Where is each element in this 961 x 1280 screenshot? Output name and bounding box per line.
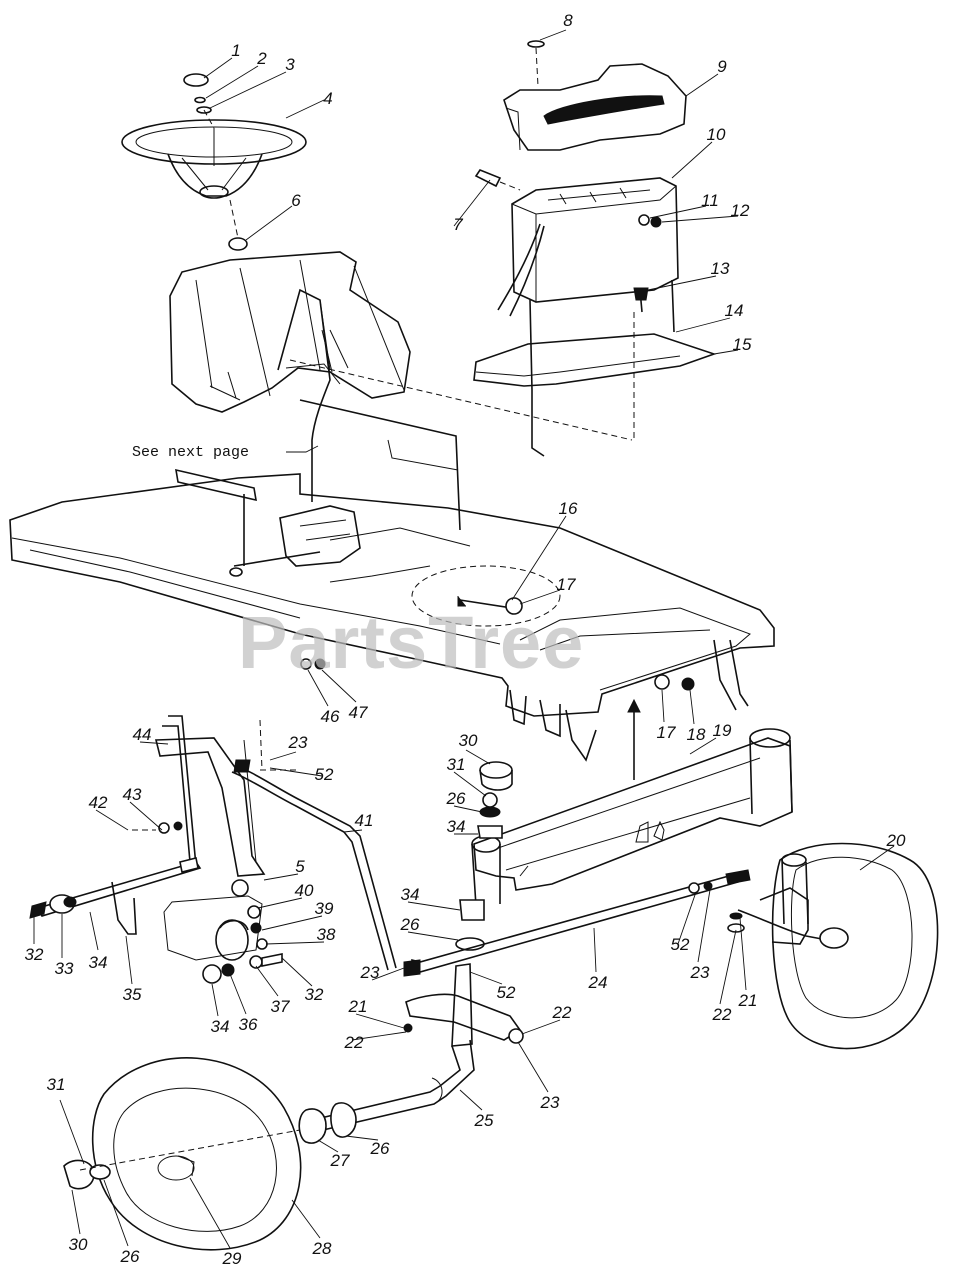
battery-cover	[503, 40, 687, 151]
part-label-l26b: 26	[400, 915, 420, 934]
part-label-l46: 46	[321, 707, 340, 726]
part-label-l41: 41	[355, 811, 374, 830]
drag-link-bracket	[29, 821, 202, 935]
part-label-l17b: 17	[657, 723, 676, 742]
part-label-l23a: 23	[288, 733, 308, 752]
part-label-l52a: 52	[315, 765, 334, 784]
part-label-l38: 38	[317, 925, 336, 944]
part-label-l22b: 22	[552, 1003, 572, 1022]
part-label-l21a: 21	[738, 991, 758, 1010]
steering-wheel	[121, 119, 307, 199]
part-label-l40: 40	[295, 881, 314, 900]
see-next-page-note: See next page	[132, 444, 249, 461]
part-label-l18: 18	[687, 725, 706, 744]
part-label-l26a: 26	[446, 789, 466, 808]
part-label-l21b: 21	[348, 997, 368, 1016]
part-label-l11: 11	[701, 191, 719, 210]
part-label-l13: 13	[711, 259, 730, 278]
tie-rod	[403, 869, 751, 977]
part-label-l37: 37	[271, 997, 290, 1016]
part-label-l52c: 52	[497, 983, 516, 1002]
right-wheel	[727, 842, 939, 1050]
steering-shaft	[154, 715, 397, 984]
front-axle	[471, 698, 793, 907]
left-spindle	[303, 963, 524, 1135]
battery-tray	[289, 279, 717, 457]
part-label-l31b: 31	[47, 1075, 66, 1094]
part-label-l35: 35	[123, 985, 142, 1004]
part-label-l25: 25	[474, 1111, 494, 1130]
watermark-text: PartsTree	[238, 601, 584, 684]
part-label-l28: 28	[312, 1239, 332, 1258]
part-label-l8: 8	[563, 11, 573, 30]
part-label-l52b: 52	[671, 935, 690, 954]
part-label-l34c: 34	[89, 953, 108, 972]
part-label-l34a: 34	[447, 817, 466, 836]
part-label-l22a: 22	[712, 1005, 732, 1024]
part-label-l34b: 34	[401, 885, 420, 904]
part-label-l39: 39	[315, 899, 334, 918]
part-label-l7: 7	[453, 215, 463, 234]
part-label-l1: 1	[231, 41, 240, 60]
part-label-l2: 2	[256, 49, 267, 68]
part-label-l9: 9	[717, 57, 727, 76]
part-label-l33: 33	[55, 959, 74, 978]
part-label-l29: 29	[222, 1249, 242, 1268]
part-label-l10: 10	[707, 125, 726, 144]
part-label-l26c: 26	[370, 1139, 390, 1158]
part-label-l23c: 23	[360, 963, 380, 982]
part-label-l30b: 30	[69, 1235, 88, 1254]
part-label-l23d: 23	[540, 1093, 560, 1112]
note-leader-line	[286, 445, 319, 453]
part-label-l26d: 26	[120, 1247, 140, 1266]
part-label-l47: 47	[349, 703, 368, 722]
part-label-l14: 14	[725, 301, 744, 320]
part-label-l36: 36	[239, 1015, 258, 1034]
part-label-l17a: 17	[557, 575, 576, 594]
part-label-l27: 27	[330, 1151, 350, 1170]
part-label-l44: 44	[133, 725, 152, 744]
part-label-l16: 16	[559, 499, 578, 518]
part-label-l42: 42	[89, 793, 108, 812]
leader-lines	[33, 29, 895, 1249]
part-label-l4: 4	[323, 89, 332, 108]
part-label-l34d: 34	[211, 1017, 230, 1036]
part-label-l6: 6	[291, 191, 301, 210]
part-label-l30a: 30	[459, 731, 478, 750]
frame-chassis	[9, 288, 775, 762]
left-wheel	[63, 1057, 357, 1251]
part-label-l32a: 32	[25, 945, 44, 964]
part-label-l22c: 22	[344, 1033, 364, 1052]
part-label-l20: 20	[886, 831, 906, 850]
part-label-l3: 3	[285, 55, 295, 74]
wheel-cap	[183, 73, 248, 251]
part-label-l23b: 23	[690, 963, 710, 982]
part-label-l12: 12	[731, 201, 750, 220]
part-label-l32b: 32	[305, 985, 324, 1004]
dash-console	[169, 251, 411, 413]
part-label-l5: 5	[295, 857, 305, 876]
part-label-l43: 43	[123, 785, 142, 804]
part-label-l24: 24	[588, 973, 608, 992]
part-label-l31a: 31	[447, 755, 466, 774]
battery	[474, 169, 679, 317]
part-label-l19: 19	[713, 721, 732, 740]
part-label-l15: 15	[733, 335, 752, 354]
